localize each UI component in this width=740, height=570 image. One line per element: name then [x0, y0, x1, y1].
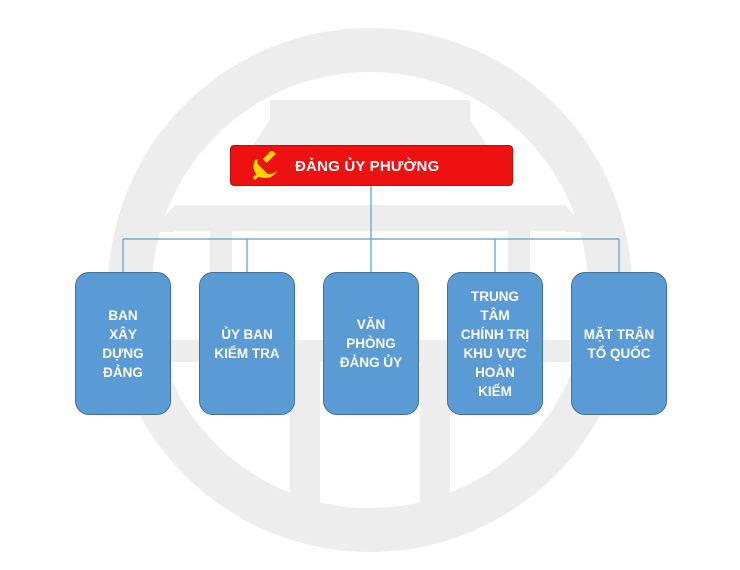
node-trung-tam-chinh-tri[interactable]: TRUNG TÂM CHÍNH TRỊ KHU VỰC HOÀN KIẾM — [447, 272, 543, 415]
root-node-label: ĐẢNG ỦY PHƯỜNG — [295, 158, 440, 175]
node-mat-tran-to-quoc[interactable]: MẶT TRẬN TỔ QUỐC — [571, 272, 667, 415]
node-ban-xay-dung-dang[interactable]: BAN XÂY DỰNG ĐẢNG — [75, 272, 171, 415]
node-label: MẶT TRẬN TỔ QUỐC — [583, 326, 655, 361]
root-node[interactable]: ĐẢNG ỦY PHƯỜNG — [230, 145, 513, 186]
node-label: VĂN PHÒNG ĐẢNG ỦY — [339, 317, 403, 370]
node-label: ỦY BAN KIỂM TRA — [214, 326, 280, 361]
node-label: BAN XÂY DỰNG ĐẢNG — [102, 307, 144, 380]
node-uy-ban-kiem-tra[interactable]: ỦY BAN KIỂM TRA — [199, 272, 295, 415]
node-label: TRUNG TÂM CHÍNH TRỊ KHU VỰC HOÀN KIẾM — [460, 288, 530, 399]
node-van-phong-dang-uy[interactable]: VĂN PHÒNG ĐẢNG ỦY — [323, 272, 419, 415]
hammer-sickle-icon — [252, 151, 277, 181]
